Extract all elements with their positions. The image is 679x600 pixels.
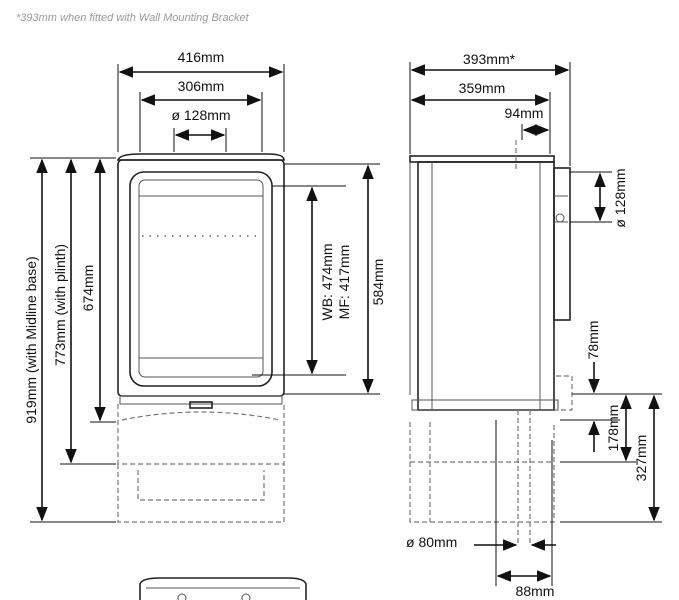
label-base-large: 327mm	[633, 435, 649, 482]
front-top-plate	[116, 153, 285, 161]
front-door-frame	[129, 171, 273, 387]
label-mf: MF: 417mm	[336, 245, 352, 320]
label-height-midline: 919mm (with Midline base)	[23, 256, 39, 423]
label-rear-flue-height: 78mm	[585, 321, 601, 360]
side-top-plate	[409, 155, 555, 163]
label-side-flue-offset: 94mm	[505, 105, 544, 121]
side-stove-body	[417, 161, 555, 411]
front-log-store	[137, 470, 265, 501]
front-door-glass	[138, 179, 264, 378]
label-bottom-flue-offset: 88mm	[516, 583, 555, 599]
wall-bracket-note: *393mm when fitted with Wall Mounting Br…	[16, 12, 249, 24]
label-height-plinth: 773mm (with plinth)	[52, 244, 68, 366]
label-wb: WB: 474mm	[319, 243, 335, 320]
side-plinth	[409, 422, 555, 463]
side-midline-base	[409, 462, 555, 523]
label-front-flue: ø 128mm	[171, 107, 230, 123]
front-view: 416mm 306mm ø 128mm 919mm (with Midline …	[23, 49, 386, 523]
front-midline-base	[117, 464, 285, 523]
label-base-small: 178mm	[605, 405, 621, 452]
front-badge	[189, 401, 213, 409]
plan-view-partial	[139, 577, 307, 600]
label-rear-flue: ø 128mm	[612, 168, 628, 227]
front-base-plate	[119, 395, 283, 405]
label-front-width-inner: 306mm	[178, 78, 225, 94]
label-door-height: 584mm	[370, 259, 386, 306]
label-height-body: 674mm	[80, 265, 96, 312]
label-side-depth-inner: 359mm	[459, 80, 506, 96]
side-view: 393mm* 359mm 94mm ø 128mm 78mm 178mm 327…	[406, 51, 662, 599]
label-front-width-overall: 416mm	[178, 49, 225, 65]
label-bottom-flue: ø 80mm	[406, 534, 457, 550]
front-plinth	[117, 404, 285, 465]
side-rear-spigot	[553, 167, 571, 321]
front-stove-body	[117, 159, 285, 397]
label-side-depth-overall: 393mm*	[463, 51, 516, 67]
